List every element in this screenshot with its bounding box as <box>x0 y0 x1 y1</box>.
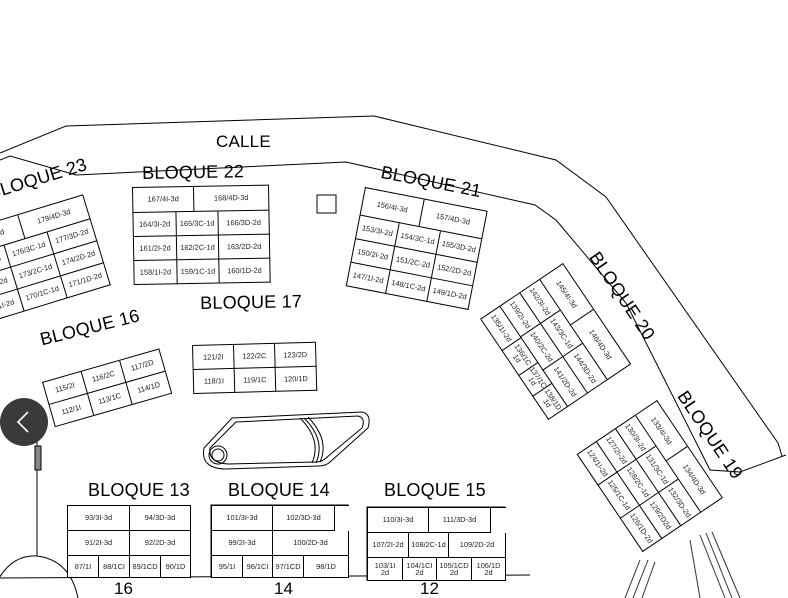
unit-cell[interactable]: 158/1I-2d <box>134 260 178 285</box>
lot-number-14: 14 <box>274 579 293 598</box>
unit-cell[interactable]: 111/3D-3d <box>429 508 491 533</box>
unit-cell[interactable]: 88/1CI <box>99 556 130 578</box>
unit-cell[interactable]: 161/2I-2d <box>133 236 178 261</box>
unit-cell[interactable]: 98/1D <box>304 556 349 578</box>
unit-cell[interactable]: 122/2C <box>234 343 276 369</box>
unit-cell[interactable]: 102/3D-3d <box>273 506 335 531</box>
unit-cell[interactable]: 166/3D-2d <box>218 210 270 236</box>
unit-cell[interactable]: 119/1C <box>234 367 277 393</box>
unit-cell[interactable]: 109/2D-2d <box>449 533 506 558</box>
unit-cell[interactable]: 103/1I 2d <box>368 558 403 581</box>
street-inner-edge <box>0 155 787 473</box>
back-button[interactable] <box>0 398 48 446</box>
unit-cell[interactable]: 91/2I-3d <box>68 531 130 556</box>
unit-cell[interactable]: 90/1D <box>161 556 191 578</box>
unit-cell[interactable]: 165/3C-1d <box>176 211 219 237</box>
lot-number-16: 16 <box>114 579 133 598</box>
unit-cell[interactable]: 118/1I <box>193 368 236 394</box>
unit-cell[interactable]: 163/2D-2d <box>218 234 271 260</box>
unit-cell[interactable]: 160/1D-2d <box>219 258 271 284</box>
block-title-14: BLOQUE 14 <box>228 480 330 500</box>
unit-cell[interactable]: 108/2C-1d <box>409 533 449 558</box>
unit-cell[interactable]: 110/3I-3d <box>368 508 429 533</box>
chevron-left-icon <box>16 411 29 433</box>
unit-cell[interactable]: 93/3I-3d <box>68 506 130 531</box>
unit-cell[interactable]: 94/3D-3d <box>130 506 191 531</box>
unit-cell[interactable]: 159/1C-1d <box>177 259 220 285</box>
unit-cell[interactable]: 121/2I <box>193 344 235 370</box>
unit-cell[interactable]: 100/2D-3d <box>273 531 349 556</box>
utility-box <box>316 194 337 214</box>
unit-cell[interactable]: 89/1CD <box>130 556 161 578</box>
entrance-structure <box>0 440 79 598</box>
unit-cell[interactable]: 120/1D <box>275 366 318 392</box>
block-title-13: BLOQUE 13 <box>88 480 190 500</box>
lot-number-12: 12 <box>420 579 439 598</box>
unit-cell[interactable]: 168/4D-3d <box>194 185 270 212</box>
street-outer-edge <box>0 115 783 457</box>
unit-cell[interactable]: 107/2I-2d <box>368 533 409 558</box>
unit-cell[interactable]: 99/2I-3d <box>212 531 273 556</box>
unit-cell[interactable]: 95/1I <box>212 556 243 578</box>
block-title-15: BLOQUE 15 <box>384 480 486 500</box>
unit-cell[interactable]: 105/1CD 2d <box>437 558 472 581</box>
unit-cell[interactable]: 167/4I-3d <box>133 186 195 213</box>
unit-cell[interactable]: 101/3I-3d <box>212 506 273 531</box>
swimming-pool <box>202 411 370 470</box>
unit-cell[interactable]: 87/1I <box>68 556 99 578</box>
block-title-22: BLOQUE 22 <box>142 161 245 183</box>
unit-cell[interactable]: 106/1D 2d <box>472 558 506 581</box>
street-label: CALLE <box>216 132 271 151</box>
unit-cell[interactable]: 162/2C-1d <box>176 235 220 261</box>
unit-cell[interactable]: 164/3I-2d <box>133 212 177 237</box>
stairs-lower-right <box>624 531 741 598</box>
unit-cell[interactable]: 96/1CI <box>243 556 273 578</box>
unit-cell[interactable]: 97/1CD <box>273 556 304 578</box>
unit-cell[interactable]: 92/2D-3d <box>130 531 191 556</box>
unit-cell[interactable]: 104/1CI 2d <box>403 558 437 581</box>
unit-cell[interactable]: 123/2D <box>274 342 317 368</box>
block-title-17: BLOQUE 17 <box>200 291 303 313</box>
